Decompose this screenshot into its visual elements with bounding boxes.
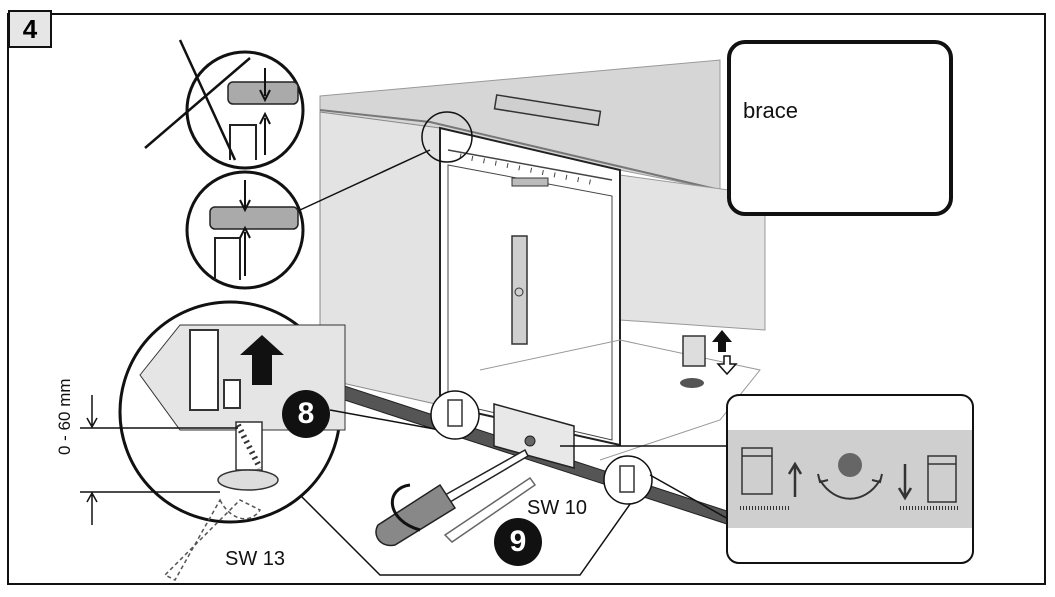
cut-line-1 bbox=[178, 39, 237, 161]
step-badge-9: 9 bbox=[494, 518, 542, 566]
down-arrow-icon bbox=[716, 355, 738, 376]
foot-base bbox=[680, 378, 704, 388]
pointer-line-1 bbox=[299, 149, 431, 211]
housing-bar-2 bbox=[223, 379, 241, 409]
top-slot bbox=[511, 177, 549, 187]
spirit-level-top bbox=[493, 94, 602, 127]
height-range-label: 0 - 60 mm bbox=[55, 378, 74, 455]
adjust-foot bbox=[682, 335, 706, 367]
spirit-level-side bbox=[511, 235, 528, 345]
wrench-outline bbox=[163, 498, 262, 581]
gap-arrow-up-icon bbox=[259, 111, 271, 155]
wrench-size-label: SW 13 bbox=[225, 548, 286, 570]
pointer-line-3 bbox=[299, 489, 641, 576]
dim-arrow-down-icon bbox=[86, 395, 98, 429]
plinth-clip-right bbox=[619, 465, 635, 493]
top-rail bbox=[447, 149, 613, 181]
detail-circle-gap bbox=[185, 50, 305, 170]
step-badge-8: 8 bbox=[282, 390, 330, 438]
foot-pad bbox=[217, 469, 279, 491]
flush-arrow-down-icon bbox=[239, 180, 251, 213]
flush-panel bbox=[214, 237, 241, 280]
dim-arrow-up-icon bbox=[86, 491, 98, 525]
screwdriver-shaft bbox=[443, 448, 529, 503]
dishwasher-inner bbox=[447, 164, 613, 441]
plinth-clip-left bbox=[447, 399, 463, 427]
up-arrow-icon bbox=[712, 330, 732, 352]
turn-arrow-icon bbox=[817, 473, 883, 500]
countertop-edge bbox=[319, 109, 721, 191]
dishwasher-frame bbox=[439, 126, 621, 447]
level-bubble bbox=[514, 287, 524, 297]
gap-arrow-down-icon bbox=[259, 68, 271, 103]
lower-arrow-icon bbox=[897, 464, 913, 501]
screwdriver-2-outline bbox=[443, 476, 537, 543]
gap-panel bbox=[229, 124, 257, 160]
screwdriver-handle bbox=[375, 483, 457, 547]
pointer-line-5 bbox=[649, 474, 731, 521]
driver-size-label: SW 10 bbox=[527, 497, 588, 519]
pointer-line-2 bbox=[329, 409, 441, 431]
detail-panel-band bbox=[728, 430, 972, 528]
foot-up-arrow-icon bbox=[240, 335, 284, 385]
housing-bar bbox=[189, 329, 219, 411]
floor bbox=[479, 339, 761, 461]
step-number: 4 bbox=[8, 10, 52, 48]
corner-highlight bbox=[421, 111, 473, 163]
adjust-knob-icon bbox=[838, 453, 862, 477]
outer-frame bbox=[7, 13, 1046, 585]
raise-arrow-icon bbox=[787, 461, 803, 497]
gap-counter bbox=[227, 81, 299, 105]
callout-box: brace bbox=[727, 40, 953, 216]
screw-threads bbox=[235, 423, 263, 470]
flush-counter bbox=[209, 206, 299, 230]
callout-text: brace bbox=[743, 98, 799, 123]
rotate-arrow-icon bbox=[391, 483, 421, 532]
cut-line-2 bbox=[144, 57, 251, 149]
flush-arrow-up-icon bbox=[239, 225, 251, 276]
dishwasher-icon-left bbox=[741, 447, 773, 495]
dishwasher-icon-right bbox=[927, 455, 957, 503]
adjust-plate bbox=[493, 403, 575, 469]
adjust-screw bbox=[524, 435, 536, 447]
